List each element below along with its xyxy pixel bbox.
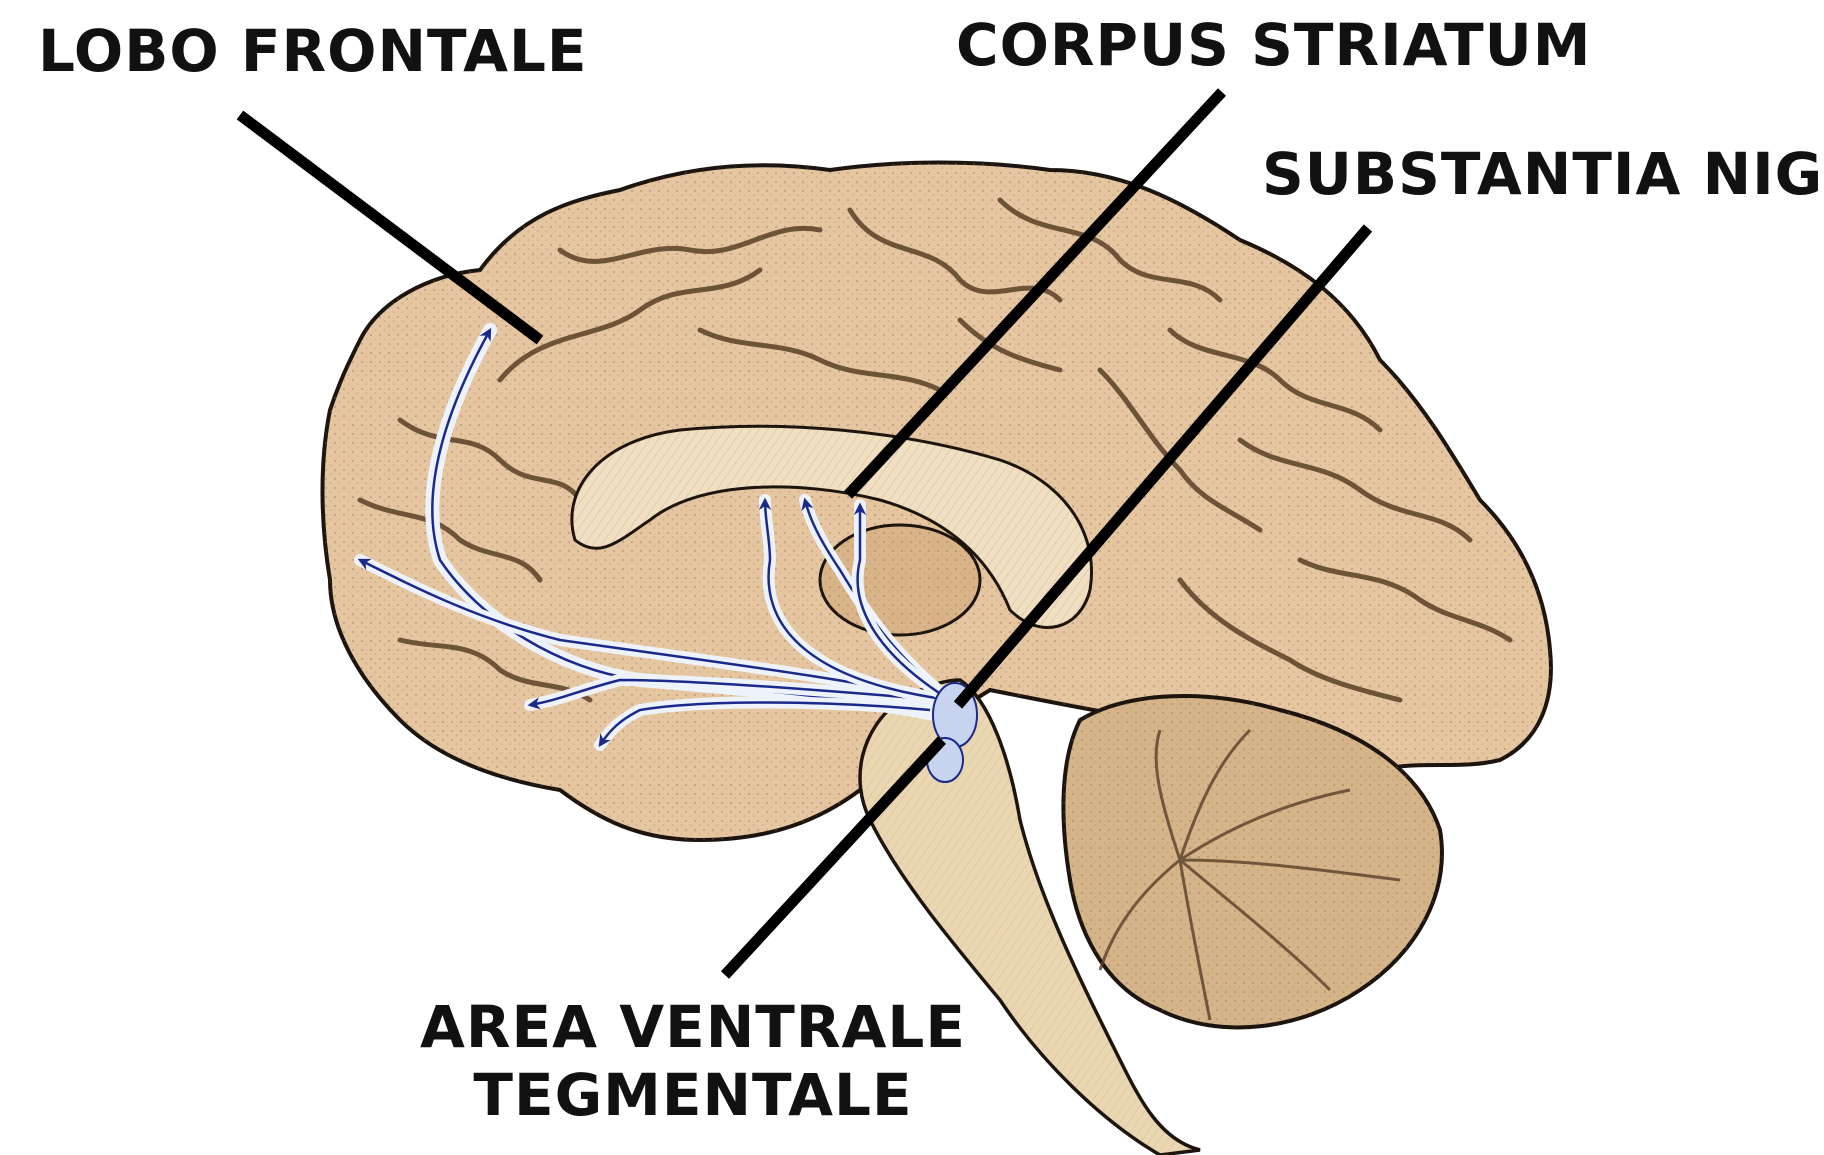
label-vta: AREA VENTRALE TEGMENTALE [420,993,966,1130]
label-frontal-lobe: LOBO FRONTALE [38,22,588,80]
label-corpus-striatum: CORPUS STRIATUM [956,16,1591,74]
label-vta-line2: TEGMENTALE [420,1061,966,1129]
label-substantia-nigra: SUBSTANTIA NIGRA [1262,145,1824,203]
label-vta-line1: AREA VENTRALE [420,993,966,1061]
